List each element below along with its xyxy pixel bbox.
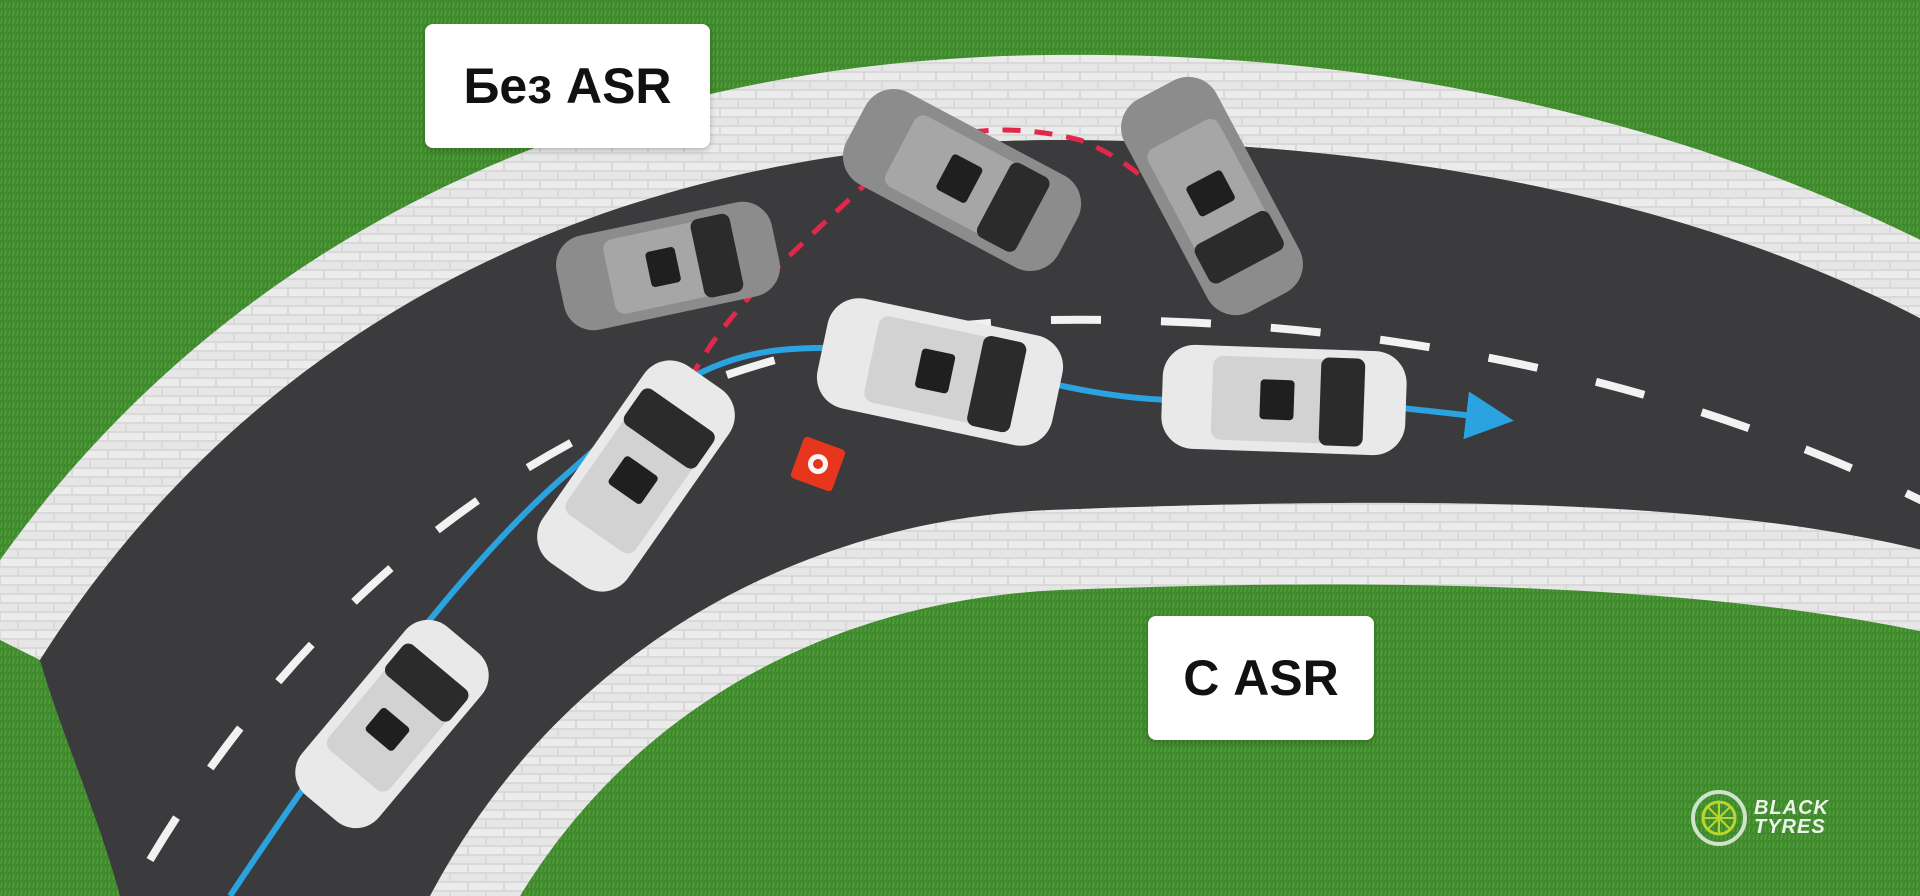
car-white-3	[816, 298, 1064, 446]
car-grey-1	[556, 201, 780, 331]
outer-curb	[0, 54, 1920, 660]
label-without-asr: Без ASR	[425, 24, 710, 148]
watermark-line2: TYRES	[1754, 816, 1826, 838]
car-white-2	[537, 360, 735, 592]
car-grey-3	[1121, 76, 1303, 316]
lane-dashes	[146, 315, 1920, 863]
inner-curb	[430, 502, 1920, 896]
watermark-line1: BLACK	[1754, 797, 1829, 819]
path-without-asr	[687, 127, 1183, 382]
tyre-logo-icon	[1691, 790, 1747, 846]
label-with-asr: С ASR	[1148, 616, 1374, 740]
road	[40, 140, 1920, 896]
car-grey-2	[842, 89, 1082, 271]
car-white-4	[1161, 344, 1407, 456]
traffic-cone-icon	[790, 436, 846, 492]
watermark-logo: BLACK TYRES	[1690, 786, 1886, 850]
car-white-1	[295, 619, 489, 829]
